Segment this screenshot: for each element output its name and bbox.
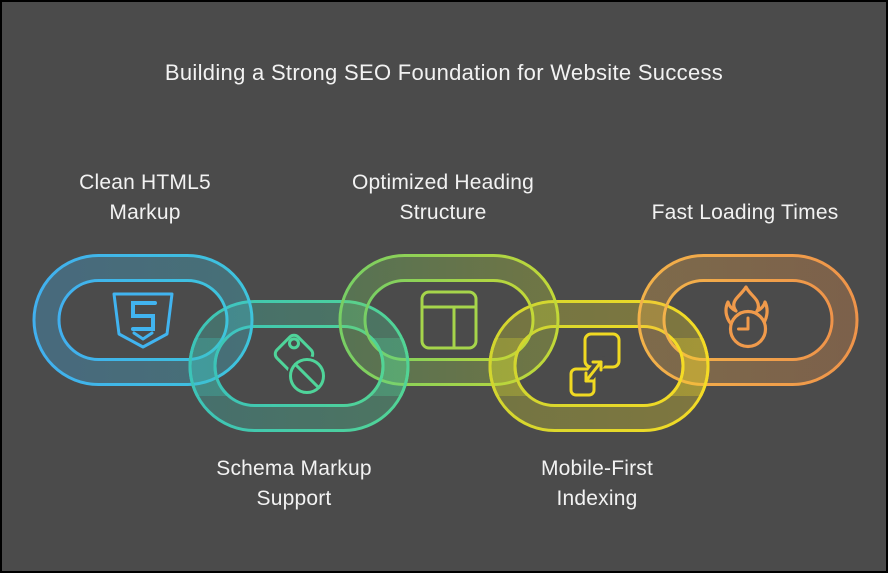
chain-link-fast-loading: [637, 254, 859, 386]
label-fast-loading-times: Fast Loading Times: [610, 198, 880, 228]
chain-link-heading-structure: [338, 254, 560, 386]
flame-timer-icon: [724, 285, 769, 349]
label-line: Indexing: [556, 487, 638, 510]
html5-shield-icon: [112, 292, 174, 349]
label-line: Mobile-First: [540, 457, 654, 480]
label-line: Fast Loading Times: [651, 201, 839, 224]
label-line: Markup: [109, 201, 181, 224]
label-line: Optimized Heading: [352, 171, 534, 194]
label-schema-markup-support: Schema Markup Support: [174, 454, 414, 514]
page-title: Building a Strong SEO Foundation for Web…: [164, 60, 724, 85]
label-clean-html5-markup: Clean HTML5 Markup: [25, 168, 265, 228]
label-line: Clean HTML5: [79, 171, 211, 194]
label-line: Structure: [399, 201, 487, 224]
chain-link-clean-html5: [32, 254, 254, 386]
mobile-resize-icon: [569, 332, 621, 397]
label-optimized-heading-structure: Optimized Heading Structure: [323, 168, 563, 228]
label-line: Support: [256, 487, 332, 510]
label-mobile-first-indexing: Mobile-First Indexing: [477, 454, 717, 514]
tag-blocked-icon: [273, 333, 327, 396]
label-line: Schema Markup: [216, 457, 372, 480]
layout-heading-icon: [420, 290, 478, 350]
